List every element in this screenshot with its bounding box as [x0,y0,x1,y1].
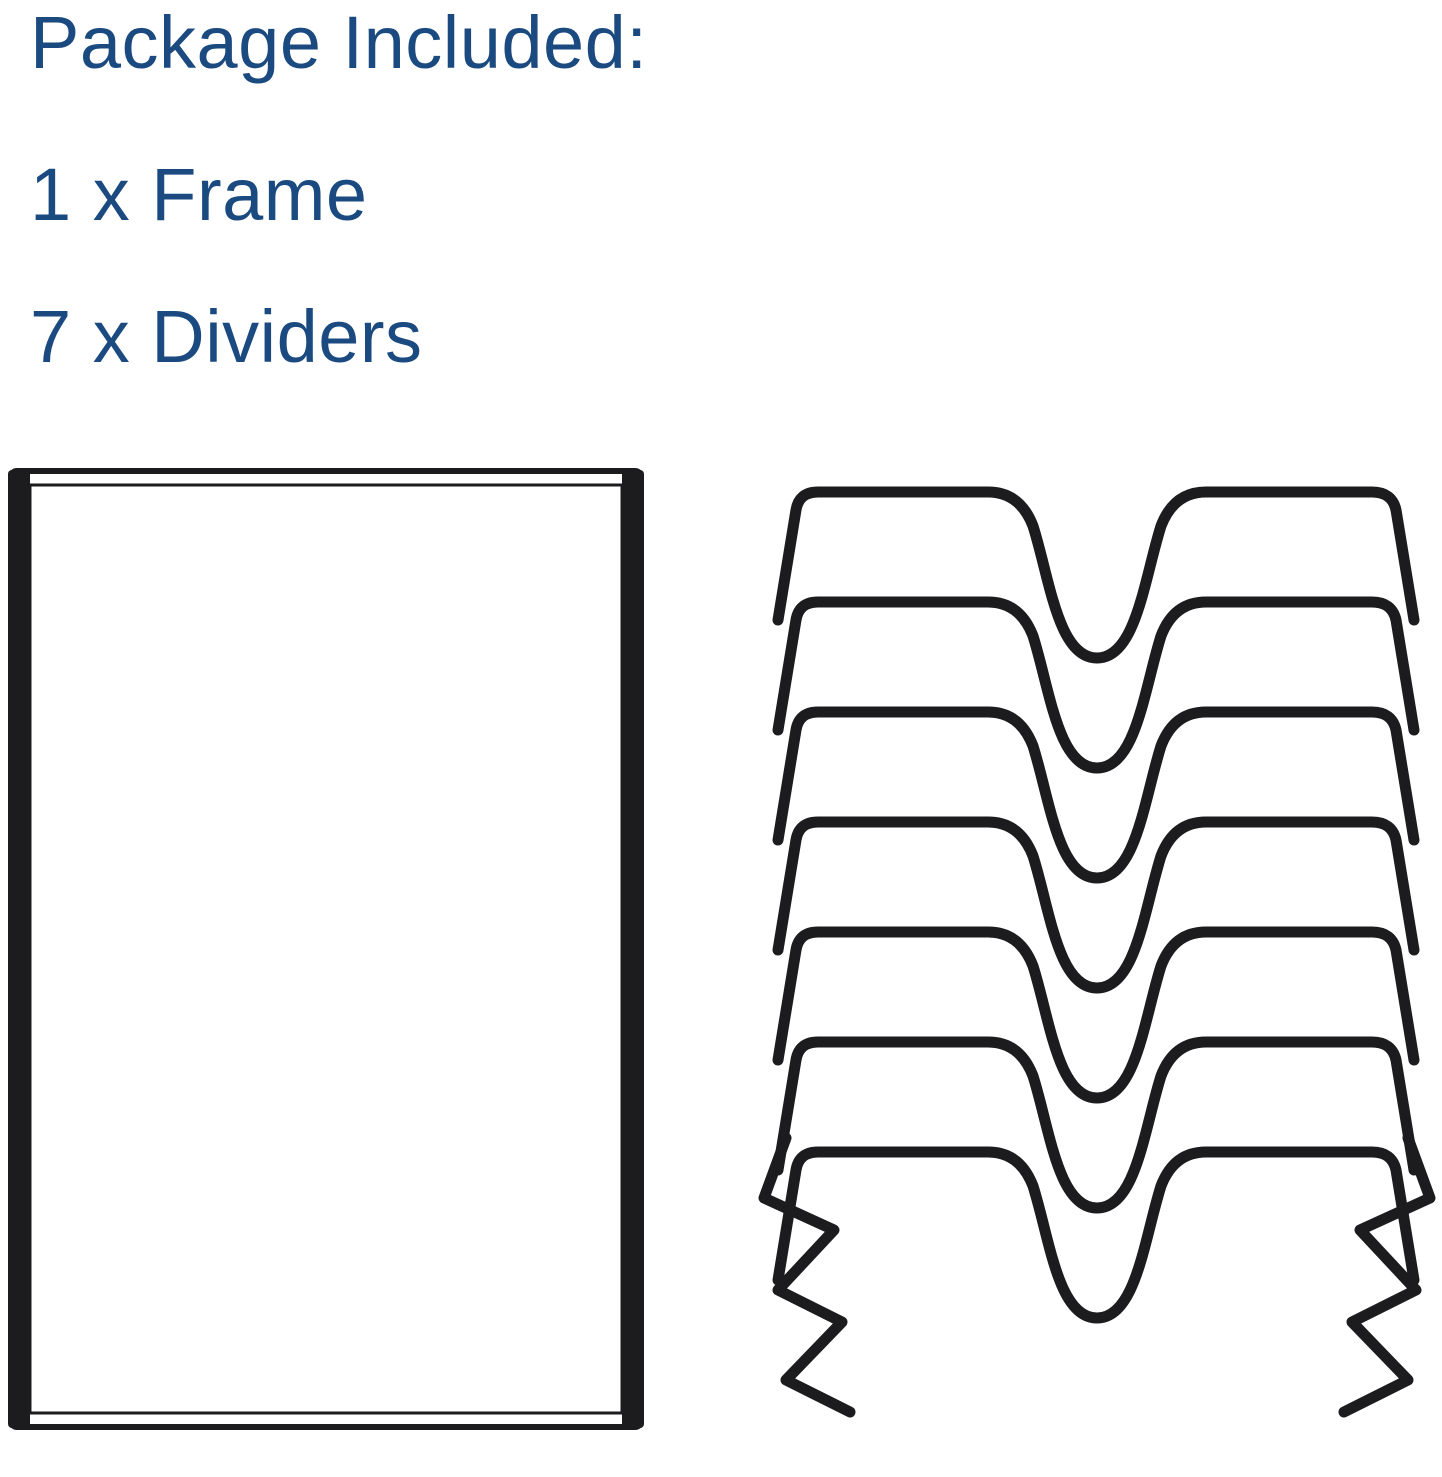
package-item-dividers-label: 7 x Dividers [30,295,423,378]
package-item-frame-label: 1 x Frame [30,153,368,236]
package-included-title: Package Included: [30,1,648,84]
dividers-illustration [758,470,1436,1418]
frame-illustration [8,468,644,1430]
